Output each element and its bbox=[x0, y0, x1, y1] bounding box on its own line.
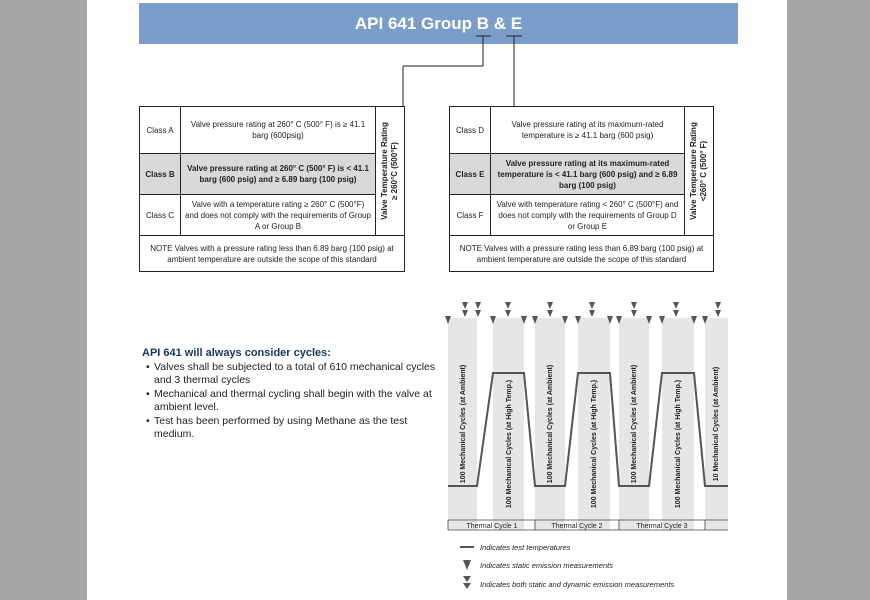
double-triangle-icon bbox=[505, 302, 511, 309]
cycles-bullet-list: Valves shall be subjected to a total of … bbox=[146, 361, 436, 442]
legend-item: Indicates test temperatures bbox=[480, 543, 571, 552]
bullet-item: Valves shall be subjected to a total of … bbox=[146, 361, 436, 387]
temperature-rating-label: Valve Temperature Rating≥ 260°C (500°F) bbox=[375, 106, 405, 236]
class-label: Class C bbox=[139, 194, 181, 236]
triangle-icon bbox=[490, 316, 496, 324]
class-description: Valve pressure rating at its maximum-rat… bbox=[490, 106, 685, 154]
cycle-columns bbox=[448, 318, 728, 530]
temperature-rating-label: Valve Temperature Rating<260° C (500° F) bbox=[684, 106, 714, 236]
thermal-cycle-label: Thermal Cycle 3 bbox=[637, 523, 688, 530]
triangle-icon bbox=[575, 316, 581, 324]
triangle-icon bbox=[521, 316, 527, 324]
class-label: Class D bbox=[449, 106, 491, 154]
triangle-icon bbox=[445, 316, 451, 324]
bullet-item: Mechanical and thermal cycling shall beg… bbox=[146, 388, 436, 414]
group-b-table: Class A Valve pressure rating at 260° C … bbox=[139, 106, 405, 272]
triangle-icon bbox=[646, 316, 652, 324]
thermal-cycle-row: Thermal Cycle 1 Thermal Cycle 2 Thermal … bbox=[447, 519, 728, 531]
class-description: Valve pressure rating at 260° C (500° F)… bbox=[180, 153, 376, 195]
double-triangle-icon bbox=[462, 302, 468, 309]
double-triangle-icon bbox=[589, 302, 595, 309]
double-triangle-icon bbox=[547, 302, 553, 309]
ambient-cycles-label: 100 Mechanical Cycles (at Ambient) bbox=[631, 365, 638, 483]
triangle-icon bbox=[607, 316, 613, 324]
hightemp-cycles-label: 100 Mechanical Cycles (at High Temp.) bbox=[675, 380, 682, 508]
class-label: Class A bbox=[139, 106, 181, 154]
temperature-profile bbox=[448, 372, 728, 487]
group-e-table: Class D Valve pressure rating at its max… bbox=[449, 106, 714, 272]
hightemp-cycles-label: 100 Mechanical Cycles (at High Temp.) bbox=[591, 380, 598, 508]
class-description: Valve pressure rating at its maximum-rat… bbox=[490, 153, 685, 195]
triangle-icon bbox=[702, 316, 708, 324]
emission-markers bbox=[445, 302, 721, 324]
ambient-last-cycles-label: 10 Mechanical Cycles (at Ambient) bbox=[713, 367, 720, 482]
bullet-item: Test has been performed by using Methane… bbox=[146, 415, 436, 441]
triangle-icon bbox=[616, 316, 622, 324]
thermal-cycle-label: Thermal Cycle 2 bbox=[552, 523, 603, 530]
ambient-cycles-label: 100 Mechanical Cycles (at Ambient) bbox=[460, 365, 467, 483]
page-banner: API 641 Group B & E bbox=[139, 3, 738, 44]
legend-item: Indicates static emission measurements bbox=[480, 561, 613, 570]
scope-note: NOTE Valves with a pressure rating less … bbox=[449, 235, 714, 272]
banner-title: API 641 Group B & E bbox=[354, 13, 523, 33]
test-cycle-diagram: 100 Mechanical Cycles (at Ambient) 100 M… bbox=[445, 302, 728, 589]
class-description: Valve with temperature rating < 260° C (… bbox=[490, 194, 685, 236]
triangle-icon bbox=[659, 316, 665, 324]
double-triangle-icon bbox=[475, 302, 481, 309]
cycles-heading: API 641 will always consider cycles: bbox=[142, 347, 331, 359]
column-labels: 100 Mechanical Cycles (at Ambient) 100 M… bbox=[460, 365, 720, 508]
double-triangle-icon bbox=[463, 576, 471, 582]
scope-note: NOTE Valves with a pressure rating less … bbox=[139, 235, 405, 272]
double-triangle-icon bbox=[631, 302, 637, 309]
triangle-icon bbox=[562, 316, 568, 324]
class-description: Valve with a temperature rating ≥ 260° C… bbox=[180, 194, 376, 236]
class-label: Class E bbox=[449, 153, 491, 195]
legend-item: Indicates both static and dynamic emissi… bbox=[480, 580, 675, 589]
class-label: Class F bbox=[449, 194, 491, 236]
document-page: API 641 Group B & E Class A Valve pressu… bbox=[87, 0, 787, 600]
triangle-icon bbox=[463, 560, 471, 570]
class-description: Valve pressure rating at 260° C (500° F)… bbox=[180, 106, 376, 154]
thermal-cycle-label: Thermal Cycle 1 bbox=[467, 523, 518, 530]
double-triangle-icon bbox=[715, 302, 721, 309]
triangle-icon bbox=[532, 316, 538, 324]
diagram-legend: Indicates test temperatures Indicates st… bbox=[460, 543, 675, 589]
connector-lines bbox=[402, 35, 522, 106]
hightemp-cycles-label: 100 Mechanical Cycles (at High Temp.) bbox=[506, 380, 513, 508]
triangle-icon bbox=[691, 316, 697, 324]
class-label: Class B bbox=[139, 153, 181, 195]
ambient-cycles-label: 100 Mechanical Cycles (at Ambient) bbox=[547, 365, 554, 483]
double-triangle-icon bbox=[673, 302, 679, 309]
